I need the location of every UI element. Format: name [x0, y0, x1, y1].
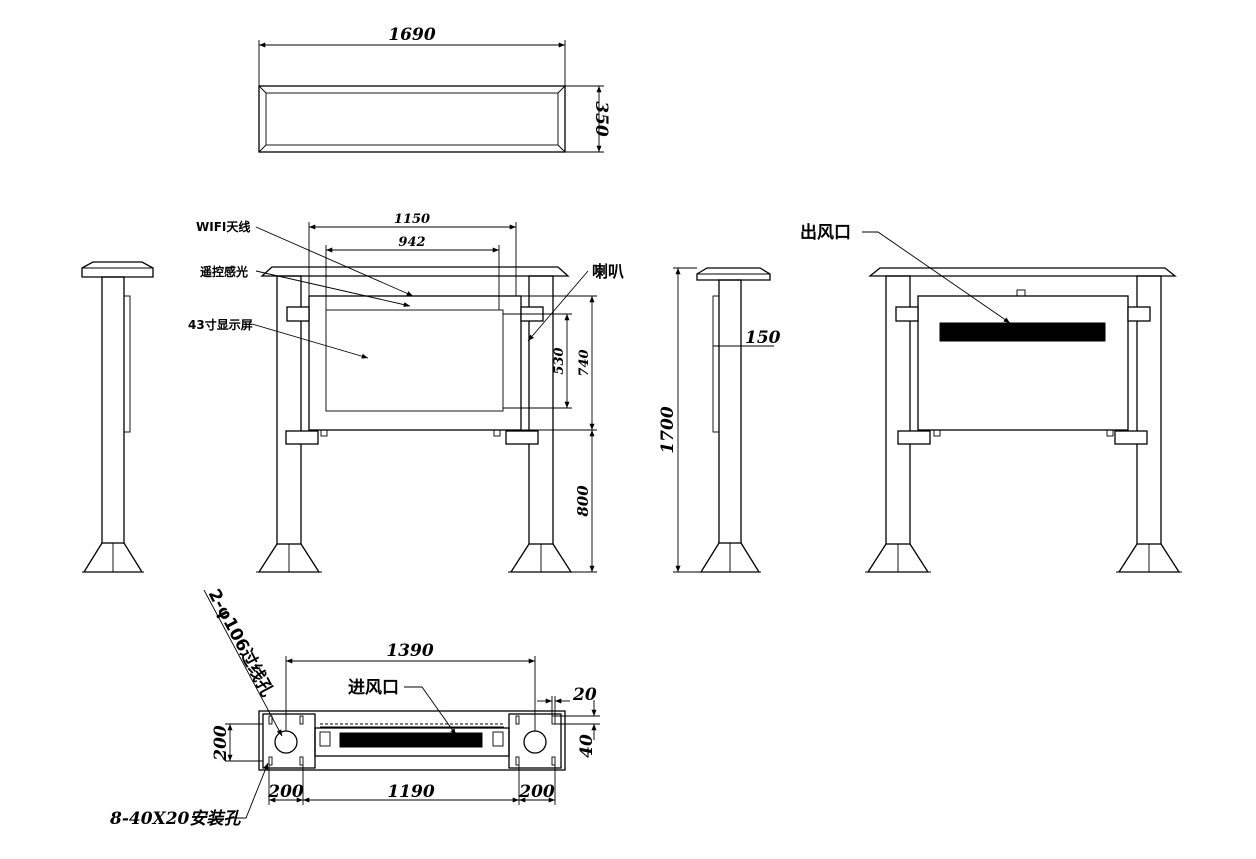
label-display-screen: 43寸显示屏: [188, 317, 253, 332]
label-air-outlet: 出风口: [800, 222, 851, 243]
air-outlet-vent: [939, 322, 1106, 342]
base-dim-20: 20: [572, 685, 597, 705]
label-speaker: 喇叭: [592, 262, 624, 281]
back-view: 出风口: [800, 222, 1182, 573]
top-view: 1690 350: [258, 25, 611, 153]
base-view: 1390 进风口 2-φ106过线孔 20 40 200 200 1190: [109, 585, 600, 829]
front-screen-height-dim: 530: [552, 347, 567, 374]
front-screen-width-dim: 942: [398, 235, 425, 250]
top-width-dim: 1690: [388, 25, 435, 45]
front-leg-height-dim: 800: [574, 485, 592, 517]
side-total-height-dim: 1700: [658, 406, 678, 453]
air-inlet-vent: [339, 732, 483, 748]
base-dim-1190: 1190: [387, 782, 434, 802]
front-panel-height-dim: 740: [577, 349, 592, 376]
base-hole-span-dim: 1390: [386, 641, 433, 661]
label-mount-holes: 8-40X20安装孔: [109, 809, 241, 829]
label-cable-holes: 2-φ106过线孔: [204, 585, 278, 700]
left-side-view: [81, 261, 154, 573]
label-wifi-antenna: WIFI天线: [196, 219, 250, 234]
base-dim-200-bottom-left: 200: [267, 782, 304, 802]
side-depth-dim: 150: [745, 328, 781, 348]
base-dim-200-left: 200: [211, 725, 231, 762]
right-side-view: 1700 150: [658, 267, 781, 573]
base-dim-40: 40: [577, 734, 597, 758]
top-depth-dim: 350: [591, 101, 611, 137]
label-remote-sensor: 遥控感光: [200, 264, 248, 279]
base-dim-200-bottom-right: 200: [518, 782, 555, 802]
label-air-inlet: 进风口: [348, 678, 399, 698]
front-outer-width-dim: 1150: [394, 212, 430, 227]
front-view: 1150 942 530 740 800 WIFI天线 遥控感光 43寸显示屏 …: [188, 212, 624, 573]
